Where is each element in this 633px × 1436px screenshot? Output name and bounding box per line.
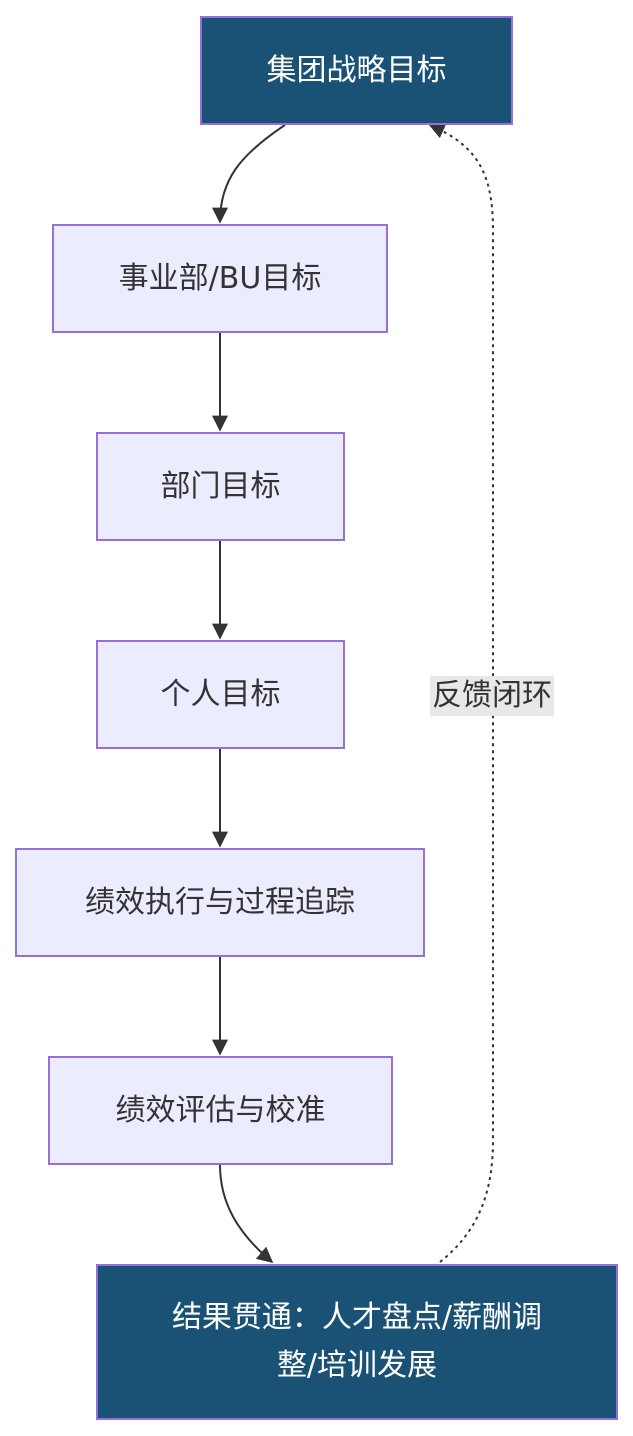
node-strategy-label: 集团战略目标 (266, 52, 447, 88)
node-individual-label: 个人目标 (160, 676, 281, 712)
edge-strategy-to-bu (212, 124, 286, 224)
node-execution-label: 绩效执行与过程追踪 (85, 884, 355, 920)
node-execution: 绩效执行与过程追踪 (15, 848, 425, 957)
node-bu: 事业部/BU目标 (52, 224, 388, 333)
node-evaluation: 绩效评估与校准 (48, 1056, 393, 1165)
node-bu-label: 事业部/BU目标 (118, 260, 322, 296)
feedback-loop-label: 反馈闭环 (430, 676, 554, 716)
node-strategy: 集团战略目标 (200, 16, 513, 125)
node-department-label: 部门目标 (160, 468, 281, 504)
node-department: 部门目标 (96, 432, 345, 541)
node-evaluation-label: 绩效评估与校准 (115, 1092, 326, 1128)
node-results-label: 结果贯通：人才盘点/薪酬调整/培训发展 (171, 1300, 543, 1383)
node-individual: 个人目标 (96, 640, 345, 749)
node-results: 结果贯通：人才盘点/薪酬调整/培训发展 (96, 1264, 618, 1420)
edge-evaluation-to-results (219, 1164, 274, 1264)
